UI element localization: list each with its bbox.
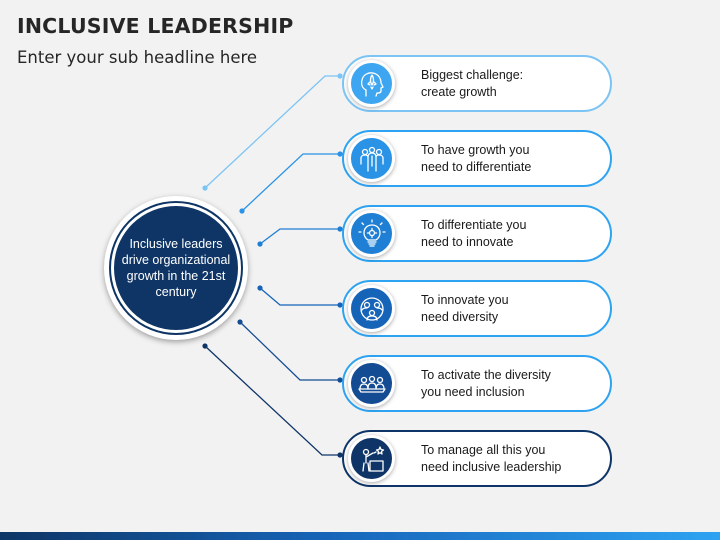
hub-circle: Inclusive leaders drive organizational g… <box>104 196 248 340</box>
step-line-5a: To activate the diversity <box>421 368 551 382</box>
hub-text: Inclusive leaders drive organizational g… <box>121 237 231 299</box>
step-line-3a: To differentiate you <box>421 218 527 232</box>
step-text-2: To have growth you need to differentiate <box>421 142 601 176</box>
step-text-4: To innovate you need diversity <box>421 292 601 326</box>
connector-dot-3 <box>257 241 263 247</box>
step-line-5b: you need inclusion <box>421 385 525 399</box>
step-line-1b: create growth <box>421 85 497 99</box>
connector-dot-4 <box>257 285 263 291</box>
leader-star-icon <box>348 435 395 482</box>
step-item-1: Biggest challenge: create growth <box>342 55 612 112</box>
connector-dot-1 <box>202 185 208 191</box>
step-line-3b: need to innovate <box>421 235 514 249</box>
connector-dot-5 <box>237 319 243 325</box>
step-text-5: To activate the diversity you need inclu… <box>421 367 601 401</box>
connector-4 <box>259 287 340 306</box>
step-line-2a: To have growth you <box>421 143 530 157</box>
hub-inner-circle: Inclusive leaders drive organizational g… <box>111 203 241 333</box>
step-item-3: To differentiate you need to innovate <box>342 205 612 262</box>
step-pill-4 <box>342 280 612 337</box>
connector-1 <box>204 75 340 189</box>
connector-6 <box>204 345 340 456</box>
step-text-6: To manage all this you need inclusive le… <box>421 442 601 476</box>
bottom-stripe <box>0 532 720 540</box>
diverse-people-icon <box>348 285 395 332</box>
step-item-4: To innovate you need diversity <box>342 280 612 337</box>
page-title: INCLUSIVE LEADERSHIP <box>17 14 294 38</box>
step-item-6: To manage all this you need inclusive le… <box>342 430 612 487</box>
connector-dot-6 <box>202 343 208 349</box>
step-line-2b: need to differentiate <box>421 160 532 174</box>
lightbulb-gear-icon <box>348 210 395 257</box>
step-item-5: To activate the diversity you need inclu… <box>342 355 612 412</box>
step-text-1: Biggest challenge: create growth <box>421 67 601 101</box>
connector-2 <box>241 153 340 212</box>
rocket-head-icon <box>348 60 395 107</box>
page-subtitle: Enter your sub headline here <box>17 48 258 67</box>
step-line-1a: Biggest challenge: <box>421 68 524 82</box>
team-group-icon <box>348 135 395 182</box>
step-line-6b: need inclusive leadership <box>421 460 562 474</box>
step-line-4a: To innovate you <box>421 293 509 307</box>
step-line-6a: To manage all this you <box>421 443 546 457</box>
step-text-3: To differentiate you need to innovate <box>421 217 601 251</box>
connector-3 <box>259 228 340 245</box>
audience-icon <box>348 360 395 407</box>
connector-dot-2 <box>239 208 245 214</box>
step-line-4b: need diversity <box>421 310 499 324</box>
connector-5 <box>239 321 340 381</box>
step-item-2: To have growth you need to differentiate <box>342 130 612 187</box>
